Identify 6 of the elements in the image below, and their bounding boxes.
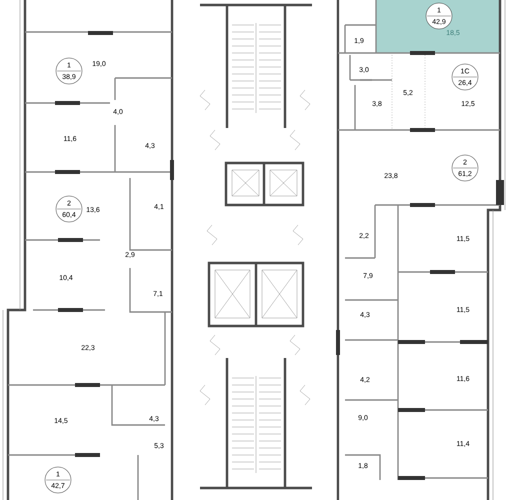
apartment-badge [452, 64, 478, 90]
apartment-badge [44, 466, 72, 494]
apartment-badge [426, 2, 452, 30]
apartment-badge [56, 58, 82, 84]
apartment-badge [452, 154, 478, 182]
apartment-badge [56, 196, 82, 222]
